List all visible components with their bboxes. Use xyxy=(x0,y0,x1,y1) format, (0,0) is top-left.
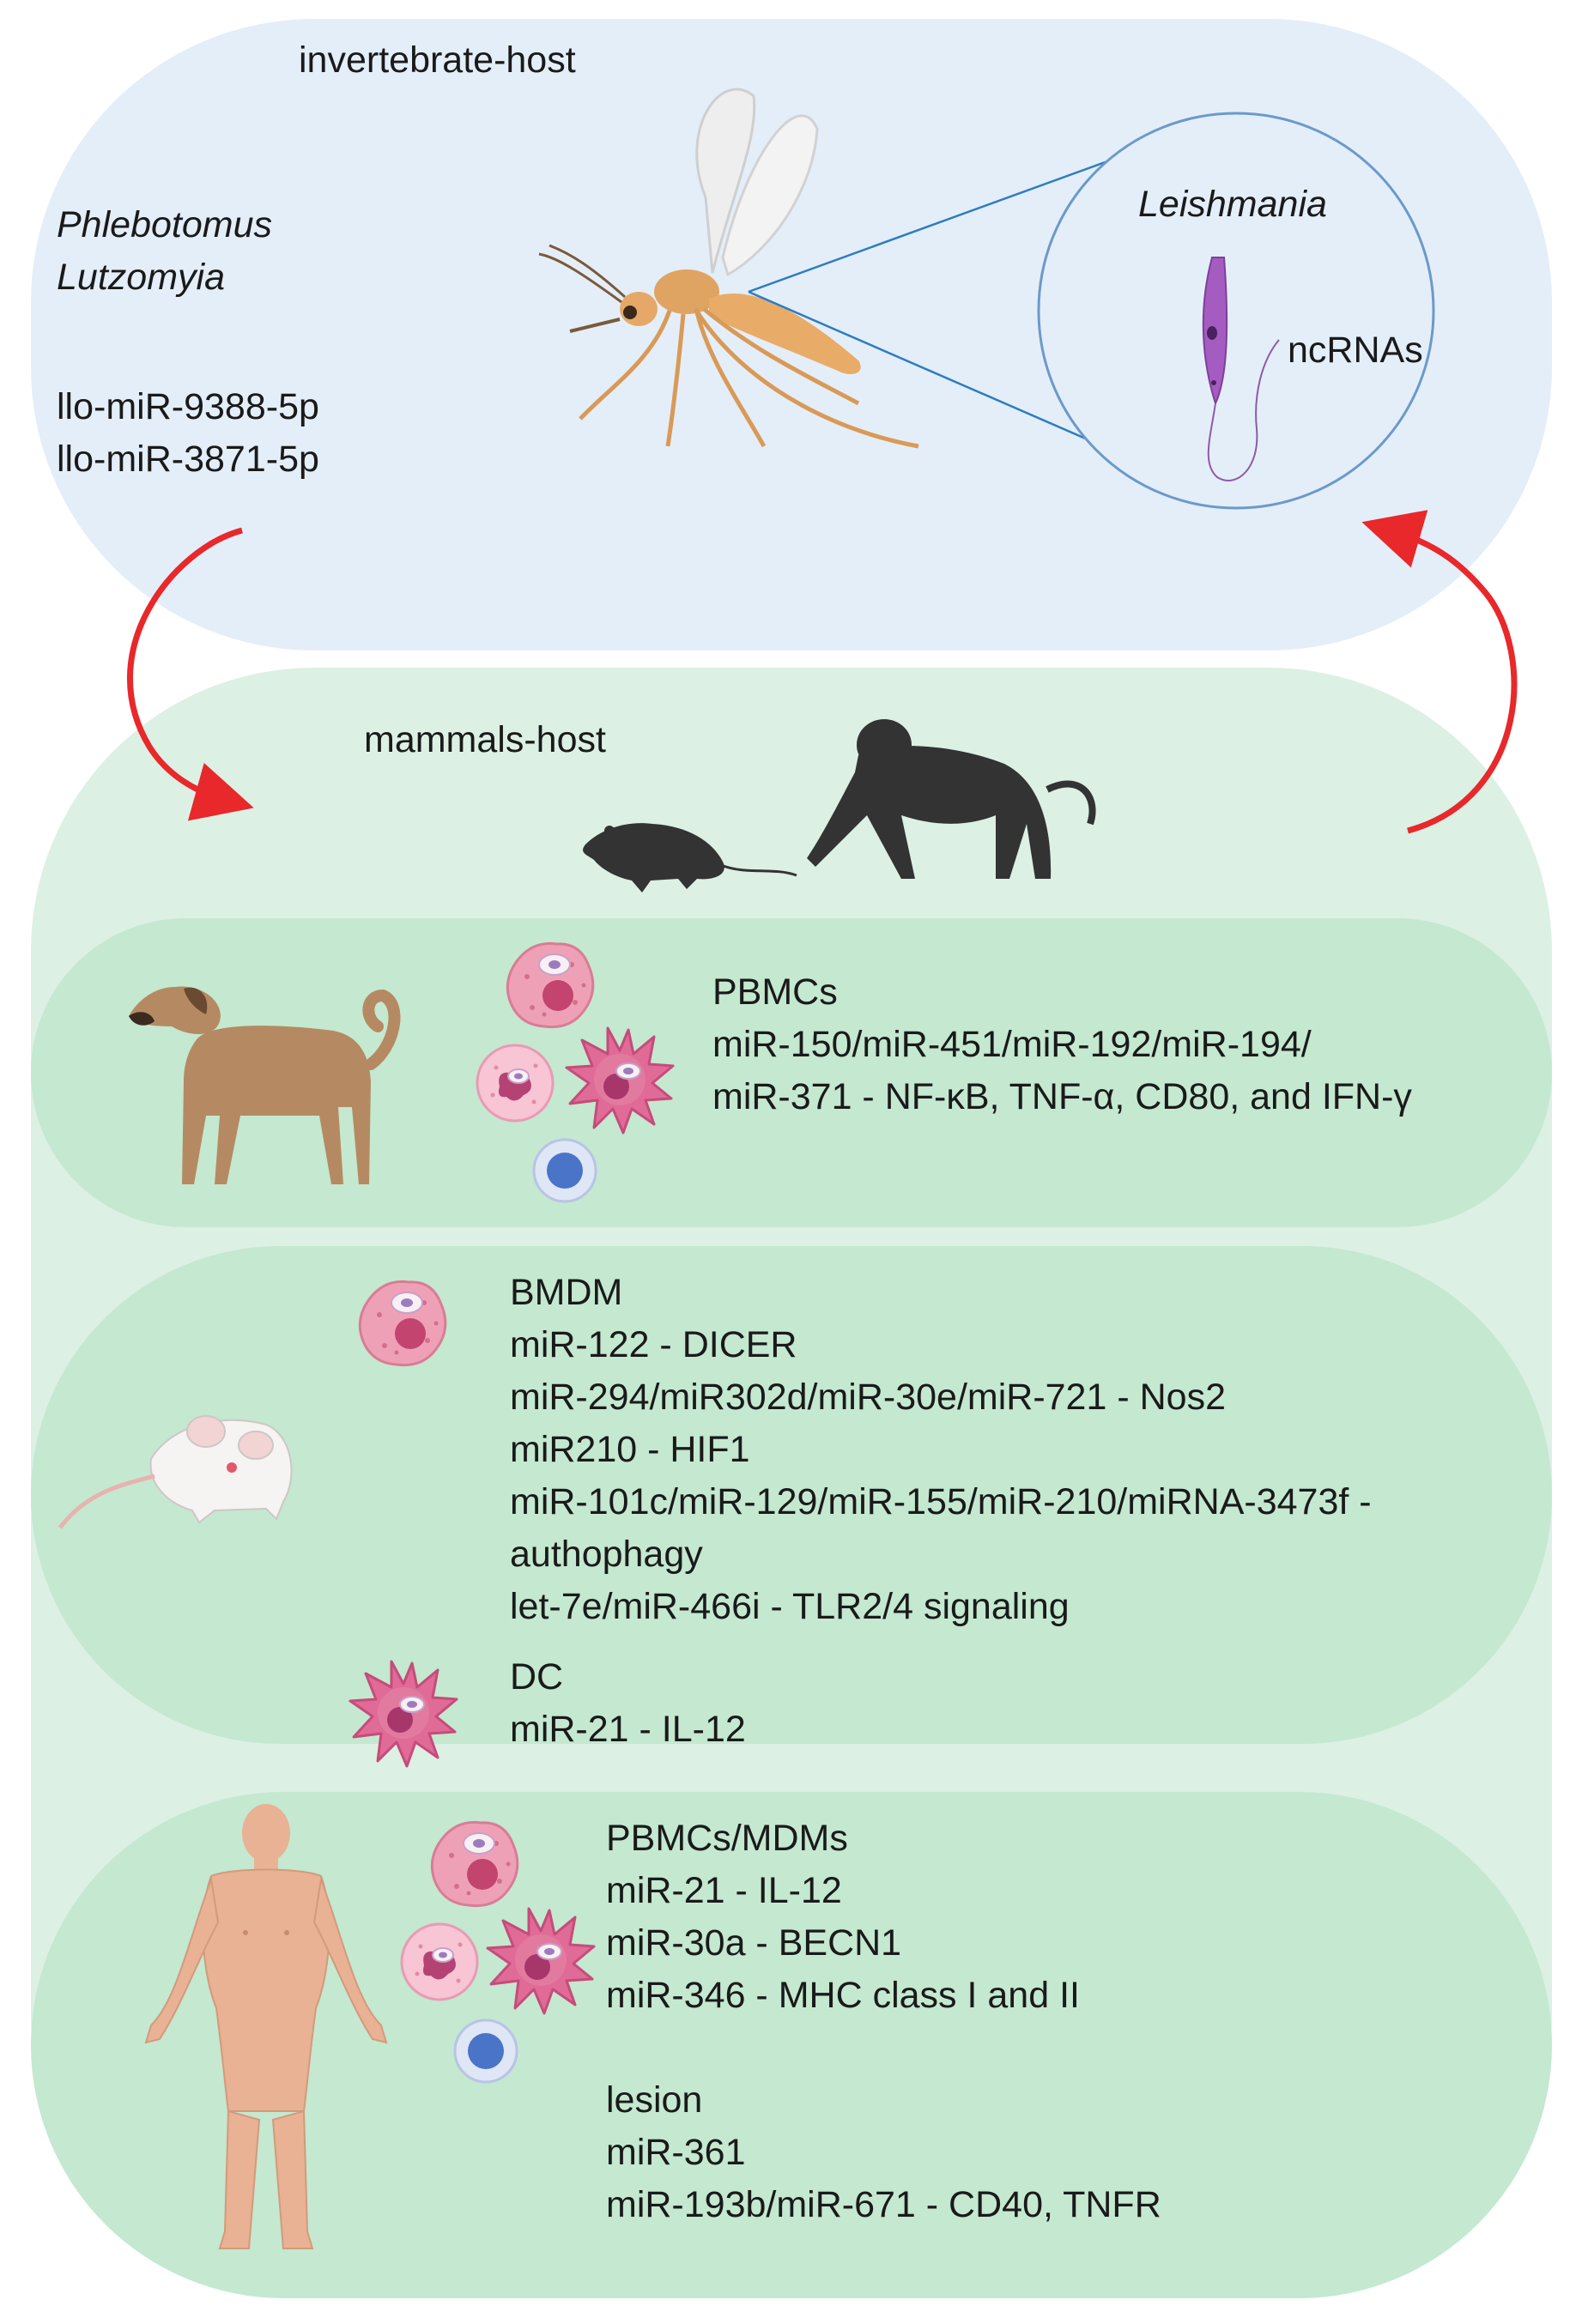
bmdm-line: miR210 - HIF1 xyxy=(510,1429,750,1470)
dog-panel-text: PBMCs miR-150/miR-451/miR-192/miR-194/ m… xyxy=(712,966,1412,1123)
human-panel-line: lesion xyxy=(606,2079,703,2121)
macrophage-icon xyxy=(430,1820,519,1908)
bmdm-line: miR-294/miR302d/miR-30e/miR-721 - Nos2 xyxy=(510,1377,1226,1418)
lymphocyte-icon xyxy=(453,2018,518,2084)
rat-silhouette-icon xyxy=(583,823,797,893)
leishmania-icon xyxy=(1202,257,1280,481)
bmdm-line: authophagy xyxy=(510,1534,703,1575)
vector-genus: Lutzomyia xyxy=(57,257,225,298)
macrophage-icon xyxy=(358,1280,447,1367)
leishmania-label: Leishmania xyxy=(1138,184,1327,225)
dc-text: DC miR-21 - IL-12 xyxy=(510,1651,746,1756)
ncrna-label: ncRNAs xyxy=(1288,330,1423,371)
human-panel-line: miR-193b/miR-671 - CD40, TNFR xyxy=(606,2184,1161,2225)
vector-genera: Phlebotomus Lutzomyia xyxy=(57,199,272,304)
invertebrate-host-title: invertebrate-host xyxy=(299,39,576,81)
monkey-silhouette-icon xyxy=(807,719,1096,879)
bmdm-line: miR-122 - DICER xyxy=(510,1324,797,1365)
bmdm-text: BMDM miR-122 - DICER miR-294/miR302d/miR… xyxy=(510,1267,1372,1633)
human-panel-text: PBMCs/MDMs miR-21 - IL-12 miR-30a - BECN… xyxy=(606,1813,1161,2231)
bmdm-line: miR-101c/miR-129/miR-155/miR-210/miRNA-3… xyxy=(510,1481,1372,1522)
macrophage-icon xyxy=(506,941,595,1029)
human-panel-line: miR-346 - MHC class I and II xyxy=(606,1975,1080,2016)
leishmania-zoom-circle xyxy=(1037,112,1435,510)
lymphocyte-icon xyxy=(532,1138,597,1203)
dog-panel-line: miR-150/miR-451/miR-192/miR-194/ xyxy=(712,1024,1312,1065)
human-panel-line: PBMCs/MDMs xyxy=(606,1818,848,1859)
human-panel-line: miR-21 - IL-12 xyxy=(606,1870,842,1911)
sandfly-icon xyxy=(538,88,919,449)
white-mouse-icon xyxy=(58,1415,293,1529)
human-panel xyxy=(31,1792,1552,2298)
dc-line: miR-21 - IL-12 xyxy=(510,1709,746,1750)
dog-panel-line: miR-371 - NF-κB, TNF-α, CD80, and IFN-γ xyxy=(712,1076,1412,1117)
human-panel-line: miR-30a - BECN1 xyxy=(606,1922,902,1964)
arrow-to-invertebrate xyxy=(1361,510,1518,834)
bmdm-line: BMDM xyxy=(510,1272,623,1313)
mammals-host-title: mammals-host xyxy=(364,719,606,760)
dog-icon xyxy=(129,986,401,1184)
arrow-to-mammals xyxy=(127,527,254,821)
vector-genus: Phlebotomus xyxy=(57,204,272,245)
vector-mirna: llo-miR-9388-5p xyxy=(57,386,319,427)
human-panel-line xyxy=(606,2022,1161,2074)
dc-line: DC xyxy=(510,1656,564,1698)
bmdm-line: let-7e/miR-466i - TLR2/4 signaling xyxy=(510,1586,1070,1627)
human-figure-icon xyxy=(144,1804,388,2249)
dog-panel xyxy=(31,918,1552,1227)
vector-mirna: llo-miR-3871-5p xyxy=(57,439,319,480)
vector-mirna-list: llo-miR-9388-5p llo-miR-3871-5p xyxy=(57,381,319,486)
mouse-panel xyxy=(31,1246,1552,1744)
neutrophil-icon xyxy=(476,1044,555,1123)
human-panel-line: miR-361 xyxy=(606,2132,746,2173)
neutrophil-icon xyxy=(400,1922,479,2001)
dog-panel-line: PBMCs xyxy=(712,971,838,1013)
